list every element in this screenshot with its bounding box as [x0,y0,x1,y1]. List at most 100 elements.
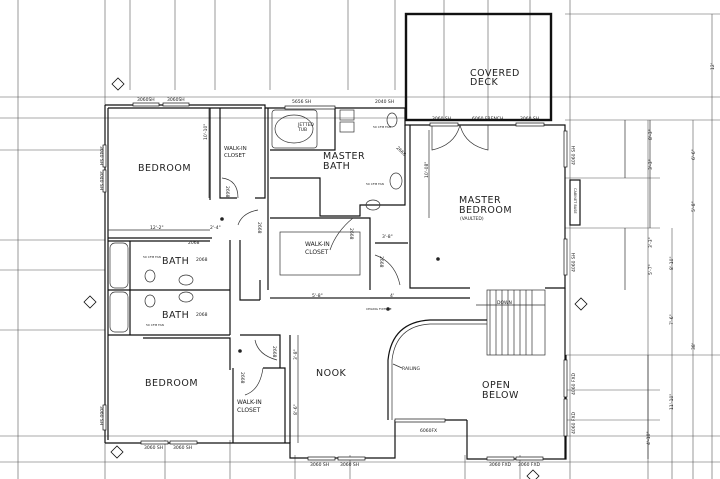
dimension-label: 3'-8" [382,234,393,240]
door[interactable] [329,217,354,251]
window-label: 3060 SH [520,116,539,122]
dimension-label: 11'-10" [669,394,675,410]
dimension-label: 12' [710,63,716,70]
door-label: 2068 [188,240,200,246]
walkin-upper-label: WALK-IN [224,146,247,152]
window-label: 4060 SH [571,253,577,272]
dimension-label: 38' [691,343,697,350]
covered-deck: COVERED DECK [404,12,553,122]
dimension-label: 10'-10" [203,124,209,140]
ceiling-fixture-label: CEILING FIXTURE [366,307,392,311]
master-bedroom-note: (VAULTED) [460,216,484,222]
toilet-icon [144,269,156,283]
section-marker-icon [526,469,540,479]
dimension-label: 3'-3" [648,237,654,248]
nook-label: NOOK [316,368,347,379]
window-label: 3040 SH [98,171,104,190]
door[interactable] [244,367,264,396]
open-below-label-2: BELOW [482,390,519,401]
section-marker-icon [111,77,125,91]
door-label: 2668 [378,256,384,268]
staircase: DOWN [476,289,546,356]
sink-icon [178,274,194,286]
door-label: 2668 [224,186,230,198]
door-label: 2668 [239,372,245,384]
dimension-label: 4'-10" [646,431,652,445]
door[interactable] [237,209,259,226]
master-bath-label: MASTER [323,151,365,162]
master-bedroom-label: MASTER [459,195,501,206]
dimension-label: 2'-4" [210,225,221,231]
stairs-down-label: DOWN [497,300,512,306]
door[interactable] [221,177,239,199]
window-label: 3060 FXD [489,462,512,468]
jetted-tub [271,109,318,149]
master-bath-label-2: BATH [323,161,350,172]
sink-icon [178,291,194,303]
window-label: 3060 FXD [518,462,541,468]
walkin-upper-label-2: CLOSET [224,153,246,159]
toilet-icon [144,294,156,308]
dimension-label: 4' [390,293,394,299]
window-label: 3060 SH [173,445,192,451]
room-labels: BEDROOM WALK-IN CLOSET MASTER BATH WALK-… [138,146,519,414]
bathtub [109,291,129,333]
window-label: 6060 FRENCH [472,116,503,122]
covered-deck-label-2: DECK [470,77,498,88]
dimension-label: 8'-3" [648,129,654,140]
open-below-label: OPEN [482,380,510,391]
window-label: 3060SH [167,97,185,103]
window-label: 4060 FXD [571,372,577,395]
railing-label: RAILING [402,366,421,372]
section-marker-icon [110,445,124,459]
door[interactable] [374,254,401,286]
window-label: 3040 SH [98,146,104,165]
window-label: 3060 SH [432,116,451,122]
walkin-lower-label-2: CLOSET [237,407,261,414]
jetted-tub-label: JETTED [297,122,314,128]
bedroom-upper-label: BEDROOM [138,163,191,174]
window-label: 5656 SH [292,99,311,105]
window-label: 3060 SH [340,462,359,468]
sink-icon [365,199,381,211]
windows: 3060SH 3060SH 3040 SH 3040 SH 5656 SH 20… [98,97,577,468]
dimension-label: 10'-08" [424,162,430,178]
railing: RAILING [387,319,487,420]
window-label: 3060 SH [98,406,104,425]
bath-upper-label: BATH [162,256,189,267]
section-marker-icon [574,297,588,311]
fan-label: 50 CFM FAN [366,182,384,186]
door-label: 2068 [196,257,208,263]
cabinet-label: CABINET BASE [573,188,577,214]
bedroom-lower-label: BEDROOM [145,378,198,389]
door[interactable] [254,339,278,361]
window-label: 4060 FXD [571,411,577,434]
bath-lower-label: BATH [162,310,189,321]
dimension-label: 5'-8" [691,201,697,212]
section-markers [83,77,588,479]
french-door-right[interactable] [459,124,489,151]
dimension-label: 5'-8" [312,293,323,299]
section-marker-icon [83,295,97,309]
dimension-label: 8'-6" [293,404,299,415]
covered-deck-label: COVERED [470,68,520,79]
dimension-label: 5'-7" [648,264,654,275]
fans: 50 CFM FAN 50 CFM FAN 50 CFM FAN 50 CFM … [143,125,391,327]
fixtures: JETTED TUB CEILING FIXTURE CABINET BASE [109,109,577,353]
door-label: 2668 [256,222,262,234]
window-label: 3060 SH [144,445,163,451]
jetted-tub-label-2: TUB [297,127,307,133]
window-label: 3060 SH [310,462,329,468]
toilet-icon [386,112,398,128]
walkin-lower-label: WALK-IN [237,399,262,406]
window-label: 4060 SH [571,146,577,165]
walkin-mid-label: WALK-IN [305,241,330,248]
fan-label: 50 CFM FAN [146,323,164,327]
door-label: 2668 [348,228,354,240]
dimension-label: 8'-10" [669,256,675,270]
french-door-left[interactable] [431,124,461,151]
fan-label: 50 CFM FAN [143,255,161,259]
dimension-label: 12'-2" [150,225,164,231]
